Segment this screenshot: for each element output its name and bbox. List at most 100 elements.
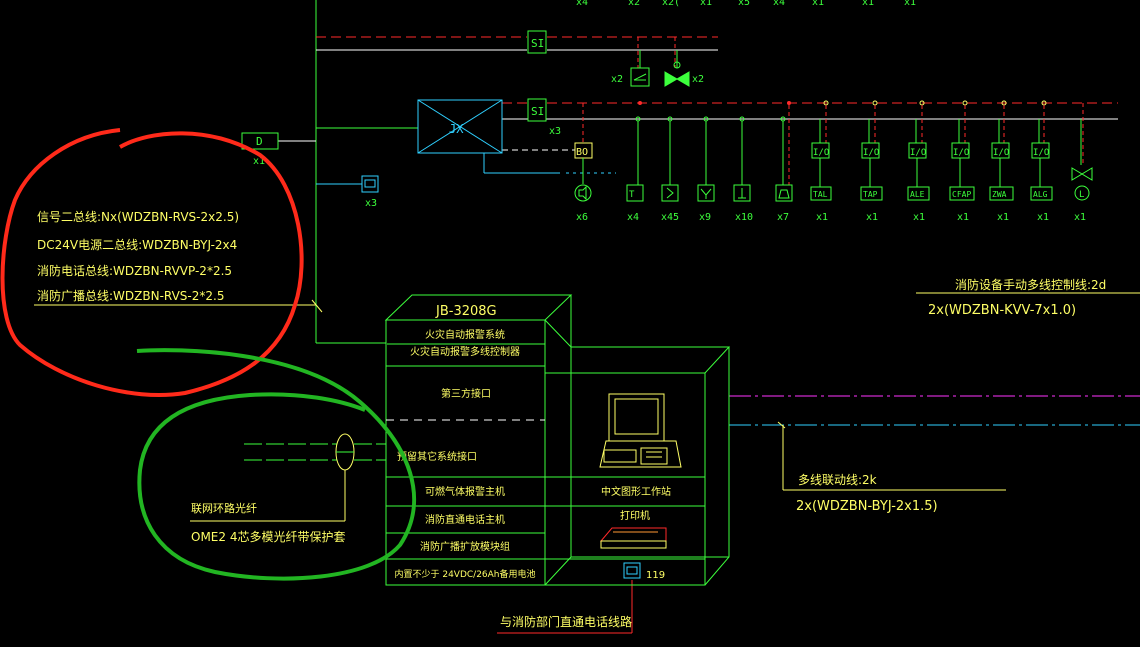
fiber-title: 联网环路光纤: [191, 501, 257, 515]
io-count: x1: [997, 212, 1009, 223]
linkage-note: 多线联动线:2k 2x(WDZBN-BYJ-2x1.5): [796, 473, 938, 514]
cable-notes: 信号二总线:Nx(WDZBN-RVS-2x2.5) DC24V电源二总线:WDZ…: [37, 210, 239, 303]
alarm-bell-icon: [775, 184, 793, 202]
io-device: ALE: [910, 190, 925, 199]
manual-control-note: 消防设备手动多线控制线:2d 2x(WDZBN-KVV-7x1.0): [928, 277, 1106, 318]
top-count: x2(: [662, 0, 680, 8]
device-count: x45: [661, 212, 679, 223]
top-count: x5: [738, 0, 750, 8]
device-count: x6: [576, 212, 588, 223]
upper-devices: x2 x2: [611, 37, 704, 87]
io-module-3: I/O ALE x1: [907, 100, 930, 223]
controller-row-4: 可燃气体报警主机: [425, 485, 505, 498]
fiber-section: 联网环路光纤 OME2 4芯多模光纤带保护套: [191, 433, 355, 544]
controller-row-1: 火灾自动报警系统: [425, 328, 505, 341]
bus-lines: [34, 0, 1140, 634]
workstation-label: 中文图形工作站: [601, 485, 671, 498]
manual-control-title: 消防设备手动多线控制线:2d: [955, 277, 1106, 292]
linkage-title: 多线联动线:2k: [798, 473, 877, 487]
top-count: x4: [576, 0, 588, 8]
valve-count: x1: [1074, 212, 1086, 223]
io-label: I/O: [910, 148, 926, 158]
phone-outlet-count: x3: [365, 198, 377, 209]
io-count: x1: [866, 212, 878, 223]
top-count: x1: [904, 0, 916, 8]
si-box-lower: SI: [527, 98, 547, 122]
cable-note: 消防电话总线:WDZBN-RVVP-2*2.5: [37, 263, 232, 278]
io-count: x1: [816, 212, 828, 223]
io-count: x1: [1037, 212, 1049, 223]
bus-device-heat: x9: [697, 116, 715, 223]
io-device: TAL: [813, 190, 828, 199]
controller-row-1b: 火灾自动报警多线控制器: [410, 345, 520, 358]
jx-label: JX: [449, 122, 464, 136]
d-count: x1: [253, 156, 265, 167]
io-count: x1: [913, 212, 925, 223]
bus-device-speaker: x6: [574, 184, 592, 223]
io-label: I/O: [993, 148, 1009, 158]
device-count: x10: [735, 212, 753, 223]
io-label: I/O: [953, 148, 969, 158]
linkage-cable: 2x(WDZBN-BYJ-2x1.5): [796, 499, 938, 514]
controller-row-6: 消防广播扩放模块组: [420, 540, 510, 553]
controller-model: JB-3208G: [435, 304, 497, 319]
io-device: ALG: [1033, 190, 1048, 199]
phone-119-label: 119: [646, 570, 665, 581]
si-label: SI: [531, 105, 544, 118]
bo-module: x3 BO: [549, 103, 593, 184]
valve-icon: [664, 71, 690, 87]
top-counts: x4 x2 x2( x1 x5 x4 x1 x1 x1: [576, 0, 916, 8]
manual-control-cable: 2x(WDZBN-KVV-7x1.0): [928, 303, 1076, 318]
fiber-cable: OME2 4芯多模光纤带保护套: [191, 530, 345, 544]
io-device: TAP: [863, 190, 878, 199]
device-count: x9: [699, 212, 711, 223]
sounder-icon: [630, 67, 650, 87]
d-box: D x1: [241, 132, 279, 167]
si-label: SI: [531, 37, 544, 50]
heat-detector-icon: [697, 184, 715, 202]
valve-label: L: [1079, 190, 1084, 200]
d-label: D: [256, 135, 263, 148]
top-count: x2: [628, 0, 640, 8]
top-count: x1: [862, 0, 874, 8]
cable-note: 消防广播总线:WDZBN-RVS-2*2.5: [37, 288, 224, 303]
io-count: x1: [957, 212, 969, 223]
controller-row-5: 消防直通电话主机: [425, 513, 505, 526]
printer-label: 打印机: [620, 509, 650, 522]
device-count: x7: [777, 212, 789, 223]
direct-line-label: 与消防部门直通电话线路: [500, 614, 632, 629]
io-label: I/O: [863, 148, 879, 158]
io-device: CFAP: [952, 190, 971, 199]
io-device: ZWA: [992, 190, 1007, 199]
printer-icon: [599, 527, 667, 549]
jx-junction-box: JX: [417, 99, 503, 154]
controller-cabinet: [384, 294, 731, 586]
valve-icon: [1071, 167, 1093, 181]
device-count: x2: [611, 74, 623, 85]
computer-icon: [599, 393, 682, 468]
io-module-1: I/O TAL x1: [810, 100, 832, 223]
cable-note: DC24V电源二总线:WDZBN-BYJ-2x4: [37, 238, 237, 252]
controller-row-2: 第三方接口: [441, 387, 491, 400]
bus-device-smoke: x45: [661, 116, 679, 223]
svg-text:T: T: [629, 190, 635, 200]
phone-119-icon: [623, 562, 641, 579]
bus-device-alarm-bell: x7: [775, 101, 793, 223]
io-label: I/O: [813, 148, 829, 158]
top-count: x4: [773, 0, 785, 8]
bus-device-manual-call: x10: [733, 116, 753, 223]
speaker-icon: [578, 185, 587, 201]
bus-device-phone-jack: T x4: [626, 101, 644, 223]
phone-jack-icon: [626, 184, 644, 202]
top-count: x1: [700, 0, 712, 8]
io-module-5: I/O ZWA x1: [989, 100, 1014, 223]
cable-note: 信号二总线:Nx(WDZBN-RVS-2x2.5): [37, 210, 239, 224]
controller-labels: JB-3208G 火灾自动报警系统 火灾自动报警多线控制器 第三方接口 预留其它…: [394, 304, 671, 581]
device-count: x2: [692, 74, 704, 85]
controller-row-7: 内置不少于 24VDC/26Ah备用电池: [394, 568, 535, 580]
io-module-4: I/O CFAP x1: [949, 100, 975, 223]
io-module-6: I/O ALG x1: [1030, 100, 1053, 223]
io-label: I/O: [1033, 148, 1049, 158]
top-count: x1: [812, 0, 824, 8]
